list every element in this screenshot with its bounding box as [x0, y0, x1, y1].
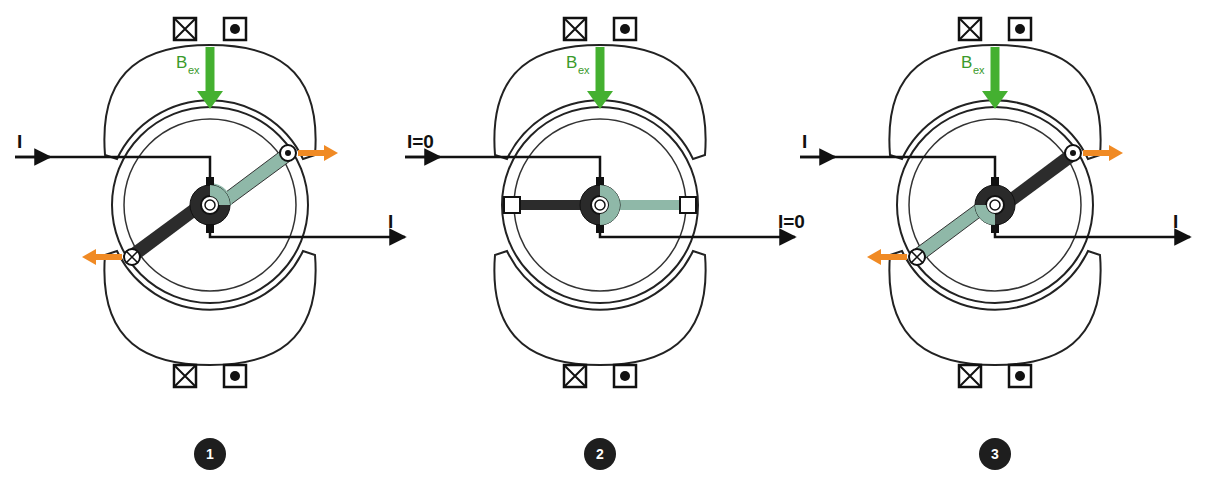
callout-circle: 1 — [194, 438, 226, 470]
callout-circle: 2 — [584, 438, 616, 470]
callout-number: 3 — [991, 447, 999, 461]
current-label: I=0 — [407, 132, 434, 151]
field-subscript: ex — [578, 65, 590, 76]
current-label: I — [1173, 212, 1178, 231]
current-label: I — [802, 132, 807, 151]
field-subscript: ex — [973, 65, 985, 76]
callout-circle: 3 — [979, 438, 1011, 470]
current-label: I=0 — [778, 212, 805, 231]
field-label: B — [961, 54, 972, 71]
field-subscript: ex — [188, 65, 200, 76]
field-label: B — [566, 54, 577, 71]
current-label: I — [388, 212, 393, 231]
current-label: I — [17, 132, 22, 151]
field-label: B — [176, 54, 187, 71]
callout-number: 1 — [206, 447, 214, 461]
callout-number: 2 — [596, 447, 604, 461]
